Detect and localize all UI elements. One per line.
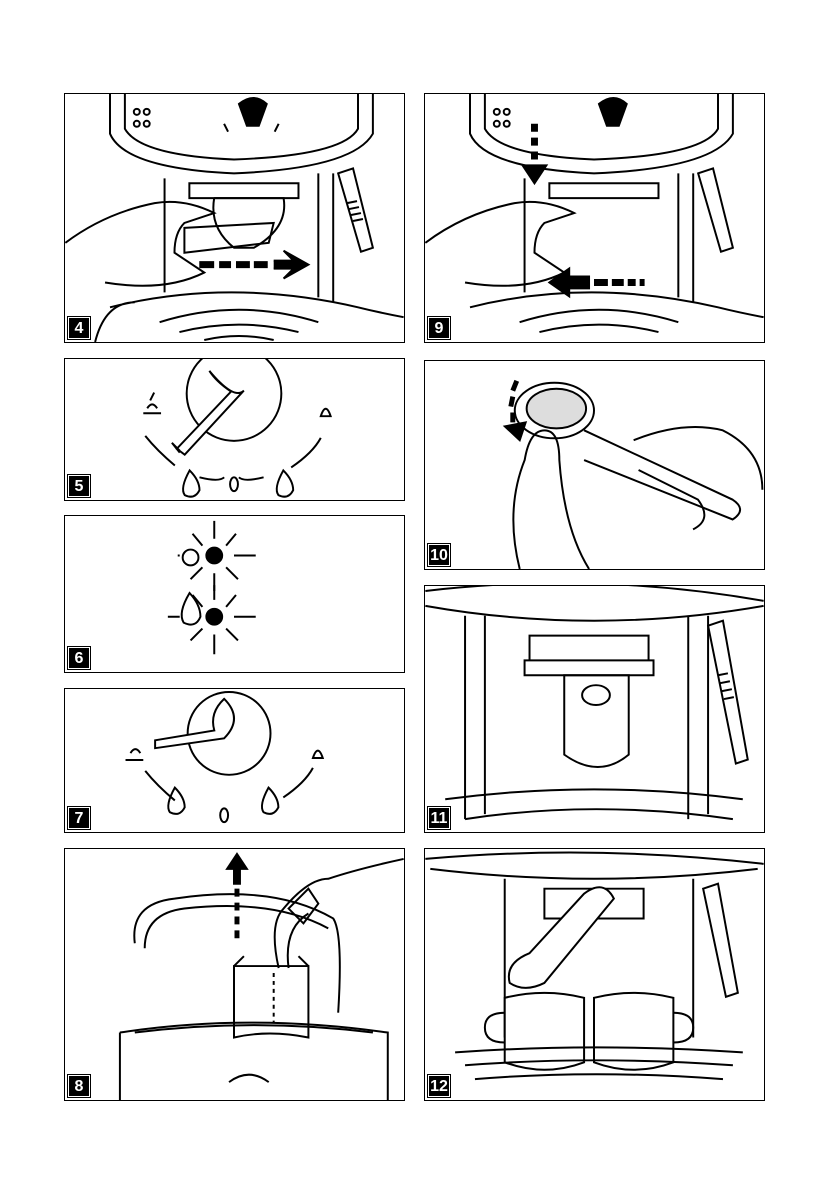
illustration-filter-holder-inserted: [425, 586, 764, 832]
illustration-hold-filter-and-empty: [425, 361, 764, 569]
step-number-badge: 6: [68, 647, 90, 669]
panel-12: 12: [424, 848, 765, 1101]
step-number-badge: 5: [68, 475, 90, 497]
illustration-cups-under-spout: [425, 849, 764, 1100]
illustration-insert-filter-holder: [65, 94, 404, 342]
illustration-selector-knob-coffee: [65, 359, 404, 500]
panel-5: 5: [64, 358, 405, 501]
illustration-lock-filter-holder: [425, 94, 764, 342]
illustration-indicator-lights-blinking: [65, 516, 404, 672]
step-number-badge: 8: [68, 1075, 90, 1097]
panel-9: 9: [424, 93, 765, 343]
step-number-badge: 10: [428, 544, 450, 566]
step-number-badge: 12: [428, 1075, 450, 1097]
panel-10: 10: [424, 360, 765, 570]
panel-8: 8: [64, 848, 405, 1101]
illustration-remove-water-tank: [65, 849, 404, 1100]
step-number-badge: 7: [68, 807, 90, 829]
step-number-badge: 11: [428, 807, 450, 829]
step-number-badge: 9: [428, 317, 450, 339]
panel-7: 7: [64, 688, 405, 833]
panel-4: 4: [64, 93, 405, 343]
panel-6: 6: [64, 515, 405, 673]
panel-11: 11: [424, 585, 765, 833]
step-number-badge: 4: [68, 317, 90, 339]
illustration-selector-knob-steam: [65, 689, 404, 832]
